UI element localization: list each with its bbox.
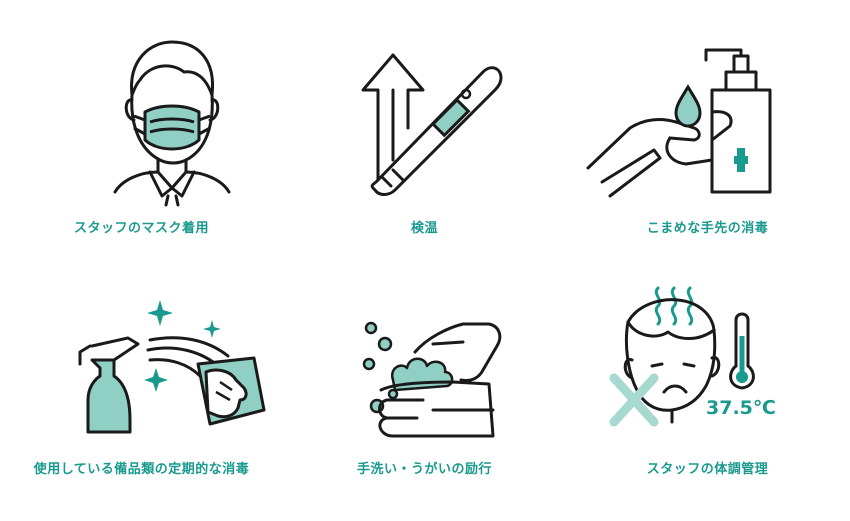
health-check-icon: 37.5℃ [609,286,776,427]
item-label: 検温 [410,221,438,236]
item-sanitize: こまめな手先の消毒 [566,0,849,260]
handwashing-icon [362,321,502,438]
hand-sanitizer-icon [586,48,772,198]
item-equipment-disinfect: 使用している備品類の定期的な消毒 [0,260,283,520]
spray-wipe-icon [78,300,266,434]
item-handwash: 手洗い・うがいの励行 [283,260,566,520]
item-temperature: 検温 [283,0,566,260]
temperature-reading: 37.5℃ [706,397,776,419]
thermometer-icon [361,53,503,196]
masked-staff-icon [113,40,231,207]
item-health-check: 37.5℃ スタッフの体調管理 [566,260,849,520]
item-label: こまめな手先の消毒 [646,221,769,236]
item-label: 手洗い・うがいの励行 [356,462,492,477]
item-mask: スタッフのマスク着用 [0,0,283,260]
item-label: スタッフの体調管理 [646,462,769,477]
item-label: スタッフのマスク着用 [73,221,209,236]
item-label: 使用している備品類の定期的な消毒 [33,462,250,477]
